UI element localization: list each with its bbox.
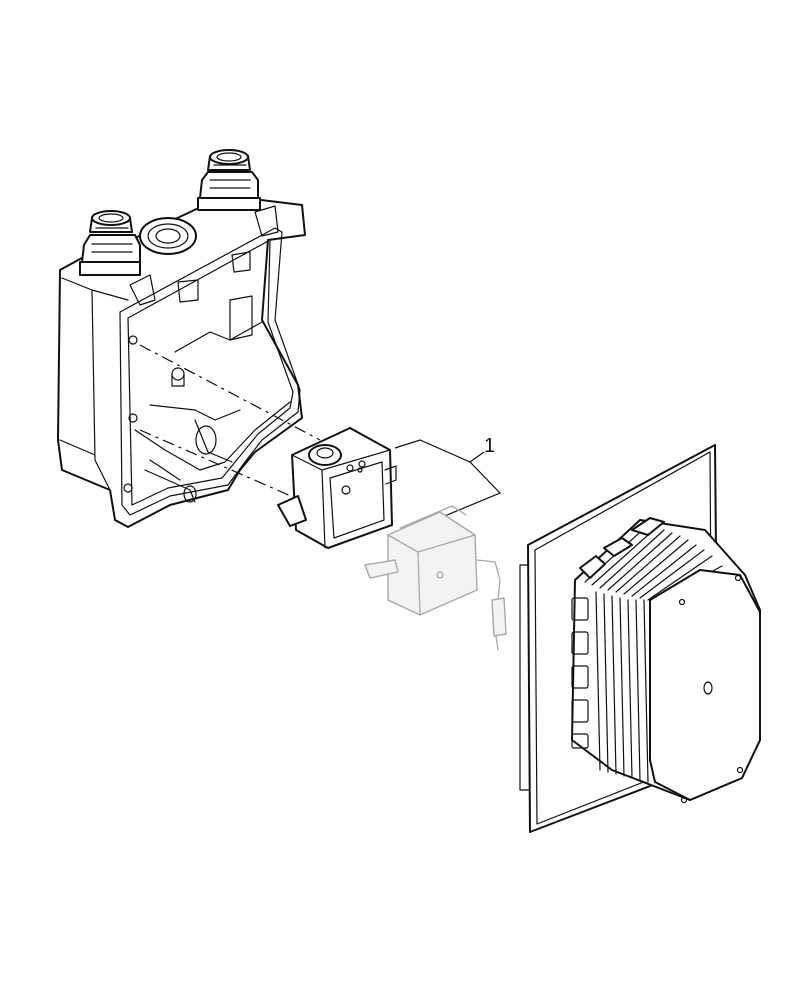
- assembly-axis-2: [139, 429, 301, 501]
- callout-label-1: 1: [484, 435, 495, 457]
- cover-plate-assembly: [519, 444, 761, 833]
- control-module: [277, 427, 397, 549]
- right-threaded-connector: [197, 149, 261, 211]
- mounting-box: [57, 197, 306, 528]
- left-threaded-connector: [79, 210, 141, 276]
- callout-1: 1: [394, 435, 502, 521]
- power-supply-unit: [364, 505, 507, 651]
- assembly-axis-1: [139, 344, 321, 441]
